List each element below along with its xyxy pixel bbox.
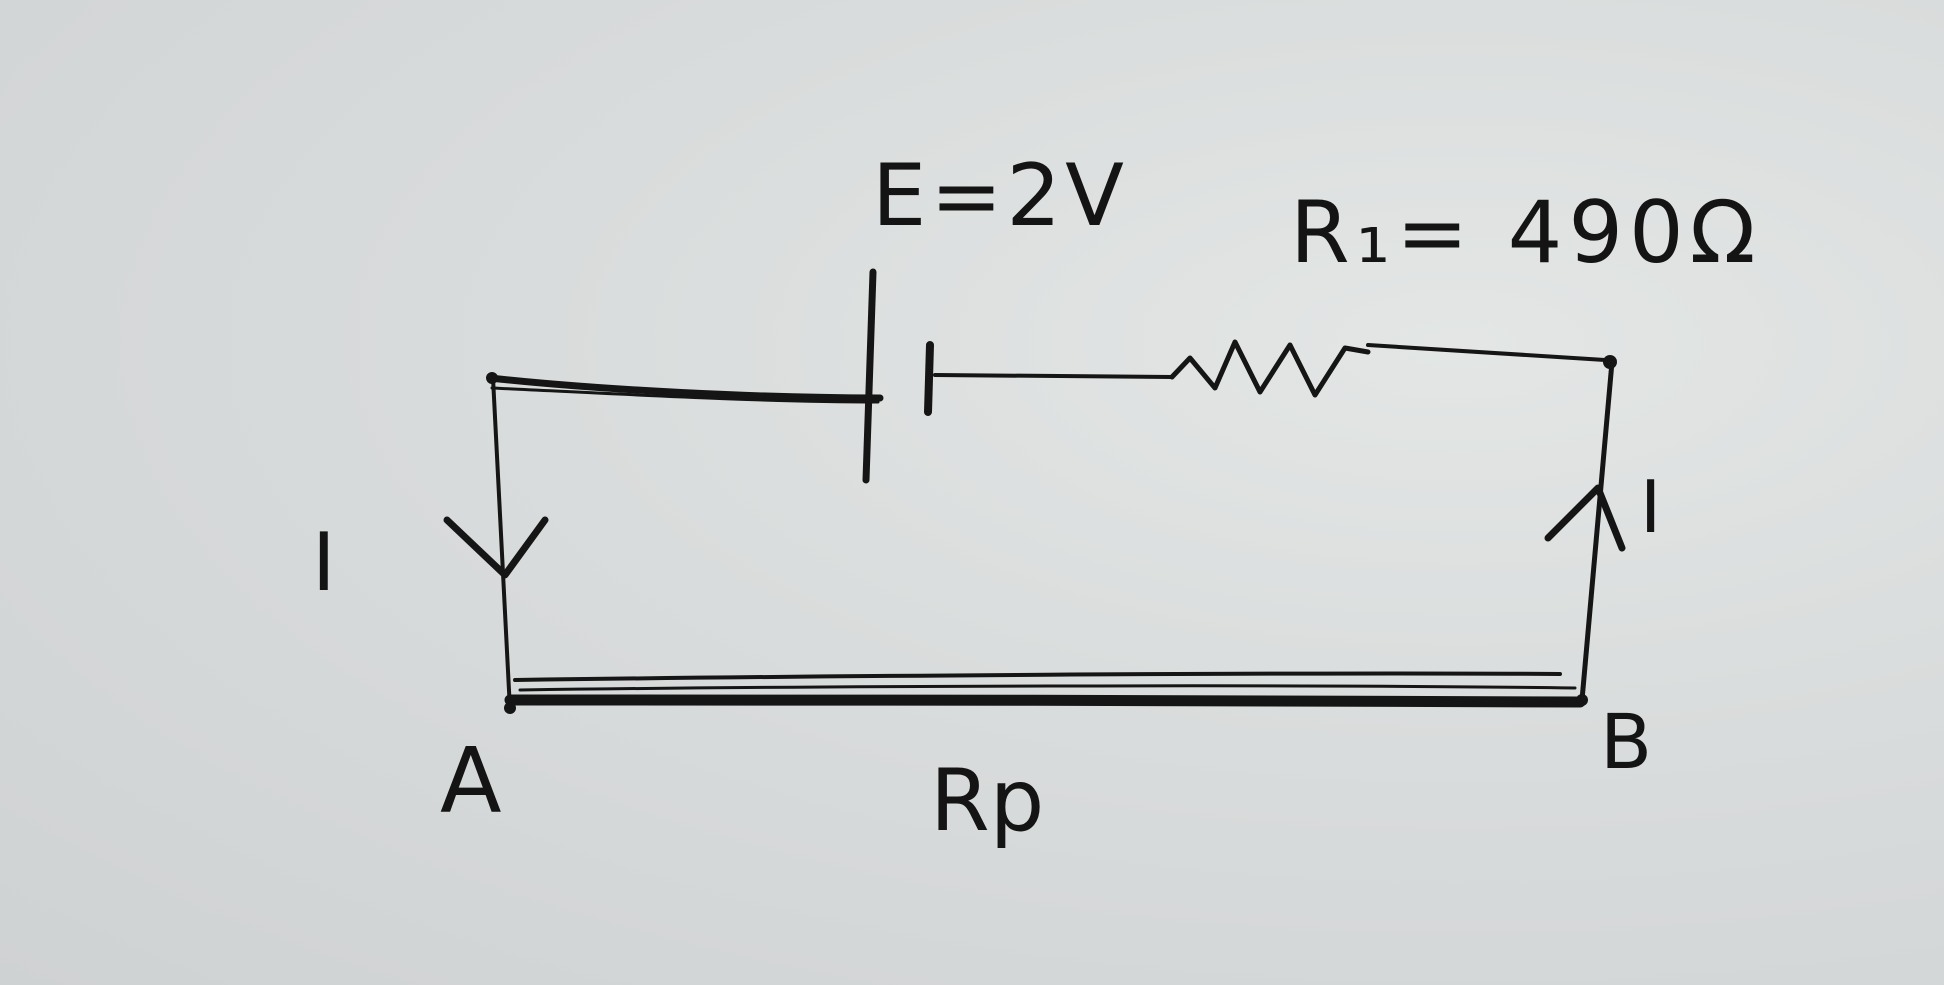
arrow-down-icon xyxy=(443,516,549,579)
arrow-up-icon xyxy=(1544,484,1626,552)
current-right-label: I xyxy=(1640,465,1661,549)
wire-top-left xyxy=(486,374,884,402)
resistor-r1-label: R₁= 490Ω xyxy=(1290,183,1762,283)
wire-rp-bottom xyxy=(504,694,1586,708)
resistor-r1-zigzag xyxy=(1169,339,1371,398)
node-b-label: B xyxy=(1600,697,1652,786)
corner-top-left-dot xyxy=(486,372,498,384)
battery-short-plate xyxy=(924,341,934,416)
node-b-dot xyxy=(1576,694,1588,706)
wire-top-left-second-stroke xyxy=(490,386,880,404)
wire-battery-to-resistor xyxy=(933,373,1174,379)
wire-rp-bottom-mid-stroke xyxy=(518,684,1577,692)
wire-left-vertical xyxy=(491,376,512,712)
current-left-label: I xyxy=(312,516,336,609)
wire-rp-bottom-upper-stroke xyxy=(513,671,1562,682)
corner-top-right-dot xyxy=(1603,355,1617,369)
node-a-dot xyxy=(504,702,516,714)
wire-right-vertical xyxy=(1579,359,1615,703)
node-a-label: A xyxy=(440,729,502,834)
emf-label: E=2V xyxy=(872,146,1128,246)
wire-rp-label: Rp xyxy=(930,751,1044,851)
battery-long-plate xyxy=(862,268,877,484)
wire-resistor-to-corner xyxy=(1366,343,1607,362)
